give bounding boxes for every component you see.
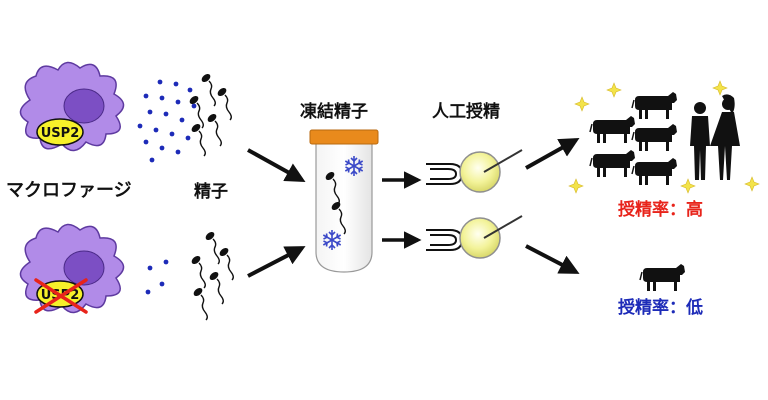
pipette-icon [426, 164, 462, 184]
egg-icon [460, 218, 500, 258]
arrow-icon [248, 150, 302, 180]
frozen-sperm-label: 凍結精子 [300, 104, 368, 121]
sparkle-icon [681, 179, 695, 193]
sperm-group-bottom [190, 230, 233, 320]
macrophage-label: マクロファージ [6, 182, 132, 200]
person-icon [710, 94, 740, 180]
usp2-label-normal: USP2 [41, 126, 80, 141]
secretion-dots-top [138, 80, 197, 163]
cow-icon [590, 116, 635, 143]
test-tube-icon [310, 130, 378, 272]
sperm-label: 精子 [194, 184, 228, 201]
cow-icon [590, 150, 635, 177]
conception-rate-high: 授精率：高 [618, 202, 703, 219]
secretion-dots-bottom [146, 260, 169, 295]
sparkle-icon [607, 83, 621, 97]
pipette-icon [426, 230, 462, 250]
sparkle-icon [745, 177, 759, 191]
arrow-icon [526, 140, 576, 168]
sparkle-icon [713, 81, 727, 95]
artificial-insemination-label: 人工授精 [432, 104, 500, 121]
arrow-icon [526, 246, 576, 272]
person-icon [690, 102, 710, 180]
cow-icon [632, 92, 677, 119]
cow-icon [640, 264, 685, 291]
sparkle-icon [575, 97, 589, 111]
sparkle-icon [569, 179, 583, 193]
arrow-icon [248, 248, 302, 276]
cow-icon [632, 158, 677, 185]
cow-icon [632, 124, 677, 151]
conception-rate-low: 授精率：低 [618, 300, 703, 317]
sperm-group-top [188, 72, 231, 156]
egg-icon [460, 152, 500, 192]
